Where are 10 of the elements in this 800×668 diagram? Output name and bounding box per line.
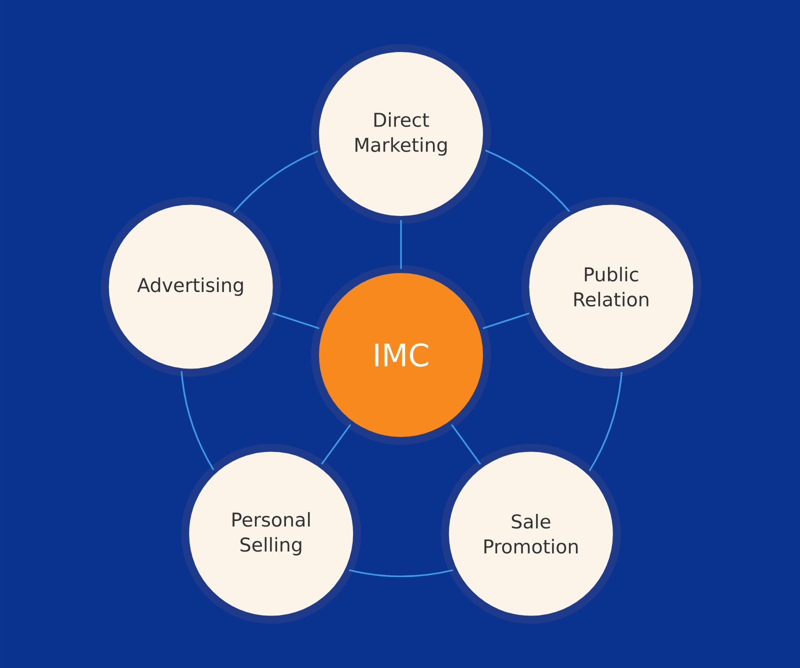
connector-line [482,312,530,330]
arc-line [588,372,622,472]
arc-line [180,370,214,470]
arc-line [233,150,318,213]
connector-line [272,312,320,330]
connector-line [450,424,481,465]
arc-line [348,569,454,578]
connector-line [321,424,352,465]
arc-line [485,150,570,212]
connector-line [400,220,402,269]
